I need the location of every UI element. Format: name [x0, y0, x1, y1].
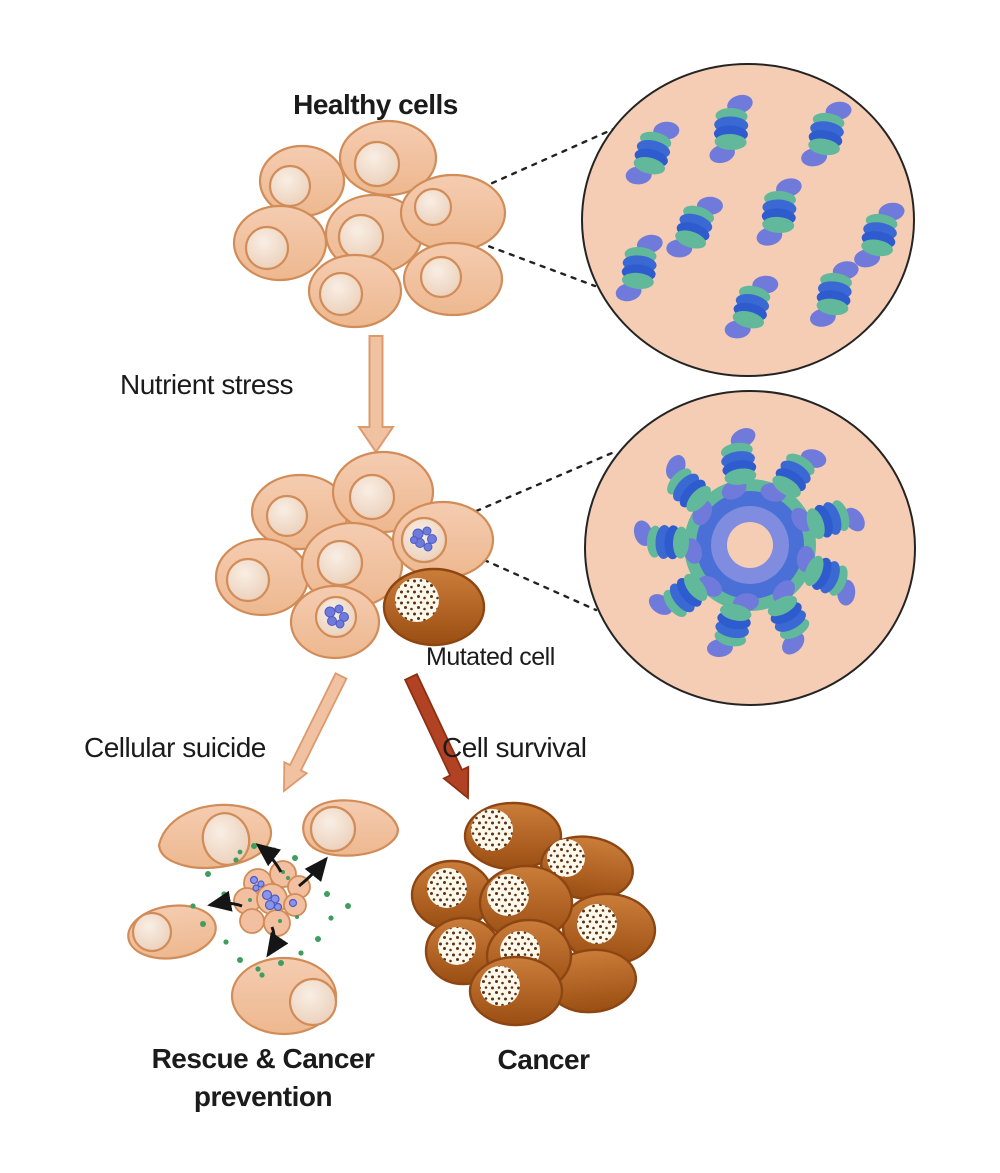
rescued-cells	[127, 799, 400, 1036]
dispersal-arrows	[207, 843, 328, 958]
healthy-nucleus-inset	[581, 63, 915, 377]
assembled-complex-specks	[324, 526, 437, 629]
label-cancer: Cancer	[497, 1044, 590, 1075]
label-rescue-prevention: Rescue & Cancer prevention	[151, 1043, 375, 1112]
nutrient-stress-arrow	[357, 335, 395, 454]
stressed-nucleus-inset	[584, 390, 916, 706]
cellular-suicide-arrow	[283, 672, 348, 793]
label-mutated-cell: Mutated cell	[426, 643, 555, 671]
ring-assembly	[629, 423, 871, 667]
apoptosis-group	[127, 799, 400, 1036]
cancer-cell-cluster	[410, 801, 657, 1027]
cell-survival-arrow	[403, 673, 470, 800]
released-complexes	[249, 875, 298, 912]
mutated-cell	[382, 567, 486, 647]
label-cellular-suicide: Cellular suicide	[84, 732, 266, 763]
stressed-cell-cluster	[214, 450, 495, 660]
label-nutrient-stress: Nutrient stress	[120, 369, 294, 400]
label-healthy-cells: Healthy cells	[293, 89, 458, 120]
healthy-cell-cluster	[232, 119, 507, 329]
label-cell-survival: Cell survival	[442, 732, 587, 763]
